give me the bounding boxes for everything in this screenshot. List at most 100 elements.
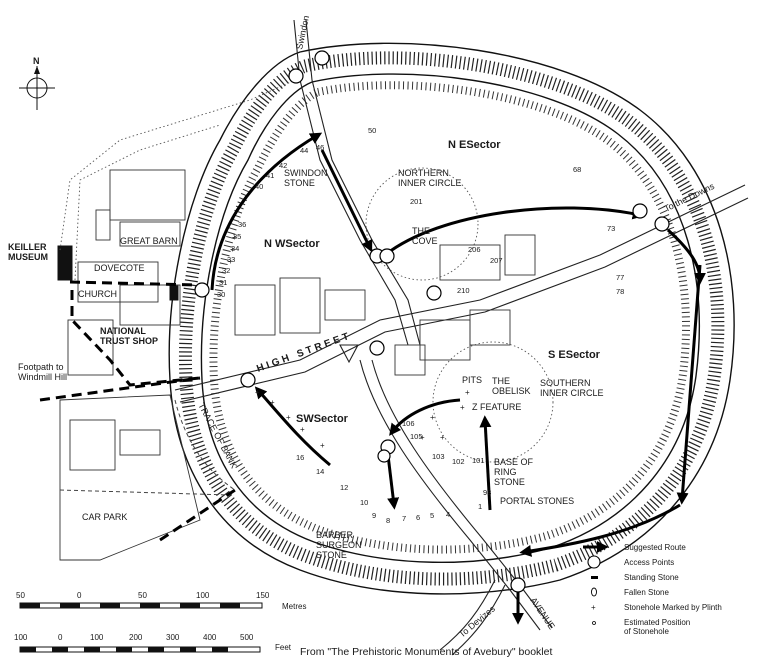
- stone-number: 68: [573, 165, 581, 174]
- svg-text:0: 0: [77, 591, 82, 600]
- access-point: [314, 50, 330, 66]
- svg-text:Metres: Metres: [282, 602, 306, 611]
- svg-text:+: +: [286, 413, 291, 422]
- trace-of-bank-line: [174, 399, 236, 491]
- north-label: N: [33, 56, 40, 66]
- stone-number: 102: [452, 457, 465, 466]
- pits-label: PITS: [462, 375, 482, 385]
- stone-number: 206: [468, 245, 481, 254]
- church-label: CHURCH: [78, 289, 117, 299]
- sector-sw-label: SWSector: [296, 413, 349, 425]
- stone-number: 33: [227, 255, 235, 264]
- svg-text:+: +: [460, 403, 465, 412]
- great-barn-label: GREAT BARN: [120, 236, 178, 246]
- stone-number: 31: [219, 278, 227, 287]
- svg-text:+: +: [420, 433, 425, 442]
- stone-number: 1: [478, 502, 482, 511]
- legend-stonehole-plinth: + Stonehole Marked by Plinth: [591, 603, 722, 612]
- access-point: [654, 216, 670, 232]
- village-buildings: [57, 169, 536, 561]
- access-point: [426, 285, 442, 301]
- source-caption: From "The Prehistoric Monuments of Avebu…: [300, 646, 552, 658]
- svg-text:+: +: [232, 233, 237, 242]
- stone-markers: +++ +++ ++ +++ ++: [228, 233, 470, 450]
- access-point: [632, 203, 648, 219]
- svg-text:Fallen Stone: Fallen Stone: [624, 588, 669, 597]
- stone-number: 41: [266, 171, 274, 180]
- svg-text:Suggested Route: Suggested Route: [624, 543, 686, 552]
- svg-text:Standing Stone: Standing Stone: [624, 573, 679, 582]
- stone-number: 46: [316, 143, 324, 152]
- access-point: [377, 449, 391, 463]
- stone-number: 50: [368, 126, 376, 135]
- stone-number: 12: [340, 483, 348, 492]
- high-street-label: HIGH STREET: [255, 330, 353, 375]
- dovecote-label: DOVECOTE: [94, 263, 145, 273]
- stone-number: 10: [360, 498, 368, 507]
- legend: Suggested Route Access Points Standing S…: [583, 541, 722, 636]
- svg-text:+: +: [270, 398, 275, 407]
- svg-text:100: 100: [90, 633, 104, 642]
- stone-number: 103: [432, 452, 445, 461]
- stone-number: 101: [472, 456, 485, 465]
- svg-text:200: 200: [129, 633, 143, 642]
- stone-number: 4: [446, 510, 450, 519]
- svg-text:300: 300: [166, 633, 180, 642]
- stone-number: 36: [238, 220, 246, 229]
- to-devizes-label: To Devizes: [457, 603, 498, 639]
- access-point: [240, 372, 256, 388]
- north-arrow-icon: N: [19, 56, 55, 110]
- scale-bar-metres: 50 0 50 100 150 Metres: [16, 591, 306, 611]
- svg-text:150: 150: [256, 591, 270, 600]
- svg-text:100: 100: [196, 591, 210, 600]
- stone-numbers: 50 68 73 77 78 201 206 207 210 44 46 42 …: [217, 126, 624, 525]
- svg-text:+: +: [440, 433, 445, 442]
- sector-se-label: S ESector: [548, 349, 601, 361]
- legend-fallen-stone: Fallen Stone: [591, 587, 669, 597]
- stone-number: 77: [616, 273, 624, 282]
- avenue-label: AVENUE: [528, 596, 557, 632]
- z-feature-label: Z FEATURE: [472, 402, 521, 412]
- scale-bar-feet: 100 0 100 200 300 400 500 Feet: [14, 633, 292, 653]
- access-points: [194, 50, 670, 593]
- svg-text:+: +: [228, 257, 233, 266]
- car-park-label: CAR PARK: [82, 512, 127, 522]
- stone-number: 6: [416, 513, 420, 522]
- svg-text:100: 100: [14, 633, 28, 642]
- portal-stones-label: PORTAL STONES: [500, 496, 574, 506]
- stone-number: 32: [222, 266, 230, 275]
- stone-number: 207: [490, 256, 503, 265]
- stone-number: 30: [217, 290, 225, 299]
- sector-labels: N ESector N WSector S ESector SWSector: [264, 139, 601, 425]
- legend-standing-stone: Standing Stone: [591, 573, 679, 582]
- stone-number: 42: [279, 161, 287, 170]
- car-park-boundary: [59, 489, 231, 496]
- access-point: [194, 282, 210, 298]
- stone-number: 210: [457, 286, 470, 295]
- svg-text:+: +: [430, 413, 435, 422]
- legend-suggested-route: Suggested Route: [583, 541, 686, 553]
- svg-text:0: 0: [58, 633, 63, 642]
- svg-text:50: 50: [16, 591, 25, 600]
- stone-number: 73: [607, 224, 615, 233]
- stone-number: 78: [616, 287, 624, 296]
- svg-text:Feet: Feet: [275, 643, 292, 652]
- stone-number: 34: [231, 244, 239, 253]
- stone-number: 7: [402, 514, 406, 523]
- svg-text:+: +: [300, 425, 305, 434]
- stone-number: 98: [483, 488, 491, 497]
- svg-text:+: +: [591, 603, 596, 612]
- stone-number: 9: [372, 511, 376, 520]
